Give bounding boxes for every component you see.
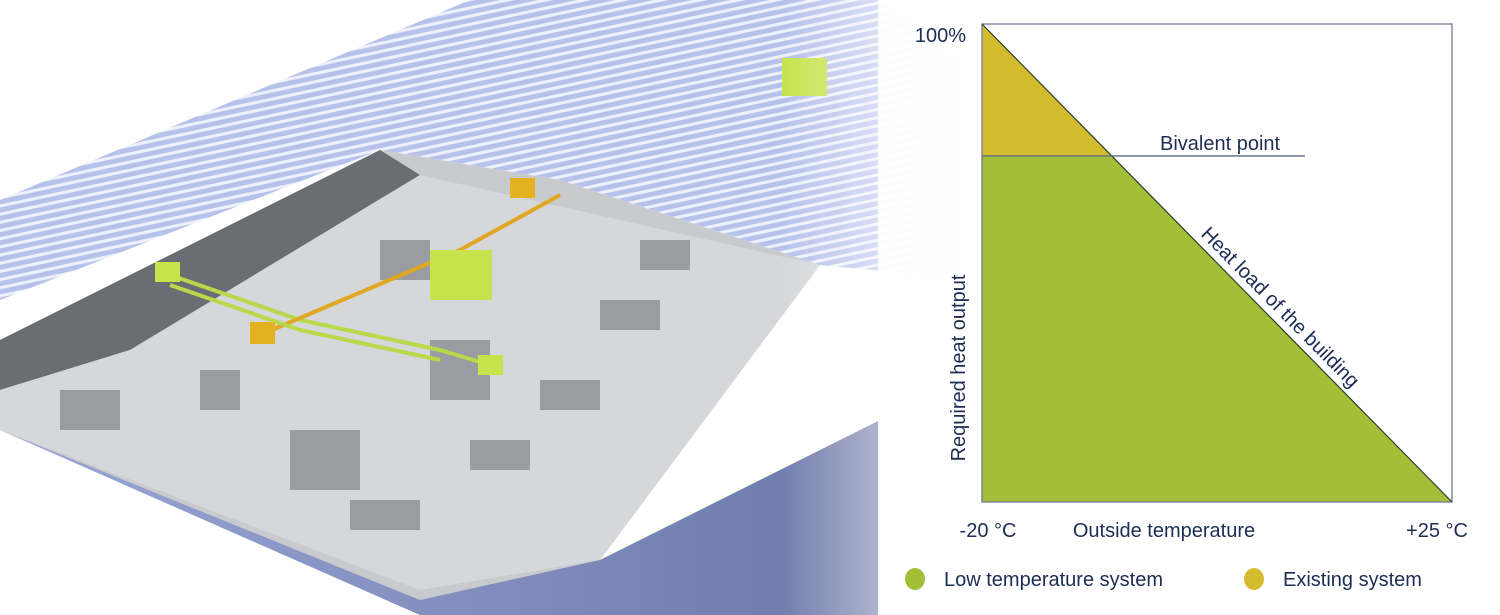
low-temperature-system-area xyxy=(982,155,1452,503)
legend-swatch-existing xyxy=(1244,568,1264,590)
plot-frame xyxy=(981,23,1453,503)
x-tick-label-max: +25 °C xyxy=(1406,520,1468,542)
legend-swatch-low-temperature xyxy=(905,568,925,590)
interior-back-wall xyxy=(0,150,420,390)
legend: Low temperature system Existing system xyxy=(905,568,1422,591)
heat-load-line xyxy=(981,23,1453,503)
roof xyxy=(0,0,980,300)
x-tick-label-min: -20 °C xyxy=(960,520,1017,542)
existing-boiler-unit xyxy=(510,178,535,198)
interior-floor xyxy=(0,175,820,590)
legend-label-existing: Existing system xyxy=(1283,569,1422,591)
heat-pump-unit xyxy=(430,250,492,300)
building-side-wall xyxy=(0,400,880,615)
machines xyxy=(60,240,690,530)
legend-label-low-temperature: Low temperature system xyxy=(944,569,1163,591)
bivalent-point-label: Bivalent point xyxy=(1160,133,1281,155)
existing-boiler-unit xyxy=(250,322,275,344)
indoor-unit-green xyxy=(478,355,503,375)
indoor-unit-green xyxy=(155,262,180,282)
x-axis-label: Outside temperature xyxy=(1073,520,1255,542)
y-tick-label-100: 100% xyxy=(915,25,966,47)
y-axis-label: Required heat output xyxy=(948,274,970,461)
